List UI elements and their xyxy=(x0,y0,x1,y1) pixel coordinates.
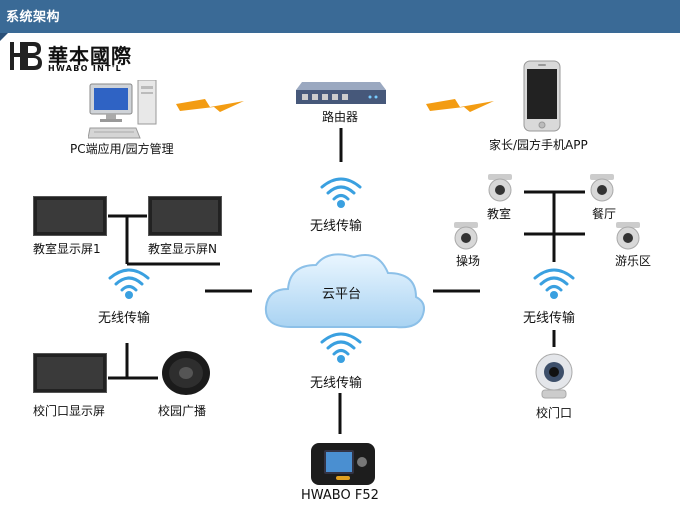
classroom-screen-1-icon xyxy=(33,196,107,236)
brand-mark-icon xyxy=(10,42,42,70)
device-f52-icon xyxy=(310,442,376,486)
wifi-left-icon xyxy=(106,266,152,300)
header-notch xyxy=(0,33,8,41)
classroom-screen-1-label: 教室显示屏1 xyxy=(33,242,101,256)
dome-camera-playground-icon xyxy=(450,220,482,250)
wifi-bottom-icon xyxy=(318,330,364,364)
gate-camera-icon xyxy=(532,352,576,402)
wireless-left-label: 无线传输 xyxy=(98,311,151,326)
gate-screen-label: 校门口显示屏 xyxy=(33,404,106,418)
pc-router-bolt-icon xyxy=(176,99,244,112)
phone-label: 家长/园方手机APP xyxy=(489,138,588,152)
cloud-label: 云平台 xyxy=(322,287,362,302)
pc-label: PC端应用/园方管理 xyxy=(70,142,174,156)
header-bar xyxy=(0,0,680,33)
dome-camera-classroom-icon xyxy=(484,172,516,202)
device-label: HWABO F52 xyxy=(301,488,379,503)
cloud-icon xyxy=(256,245,431,340)
dome-camera-canteen-icon xyxy=(586,172,618,202)
dome-camera-play-area-icon xyxy=(612,220,644,250)
speaker-icon xyxy=(160,349,212,397)
cam-canteen-label: 餐厅 xyxy=(592,207,617,221)
wireless-right-label: 无线传输 xyxy=(523,311,576,326)
page-title: 系统架构 xyxy=(6,10,61,25)
cam-play-area-label: 游乐区 xyxy=(615,254,652,268)
phone-icon xyxy=(523,60,561,132)
brand-name-en: HWABO INT'L xyxy=(48,64,123,73)
classroom-screen-n-icon xyxy=(148,196,222,236)
cam-playground-label: 操场 xyxy=(456,254,481,268)
wifi-top-icon xyxy=(318,175,364,209)
brand-logo xyxy=(8,40,44,72)
broadcast-label: 校园广播 xyxy=(158,404,207,418)
cam-gate-label: 校门口 xyxy=(536,406,573,420)
pc-computer-icon xyxy=(88,80,160,140)
wireless-bottom-label: 无线传输 xyxy=(310,376,363,391)
cam-classroom-label: 教室 xyxy=(487,207,512,221)
wifi-right-icon xyxy=(531,266,577,300)
router-phone-bolt-icon xyxy=(426,99,494,112)
router-label: 路由器 xyxy=(322,110,359,124)
brand-name-cn: 華本國際 xyxy=(48,44,132,68)
gate-screen-icon xyxy=(33,353,107,393)
router-icon xyxy=(296,80,386,108)
classroom-screen-n-label: 教室显示屏N xyxy=(148,242,217,256)
wireless-top-label: 无线传输 xyxy=(310,219,363,234)
